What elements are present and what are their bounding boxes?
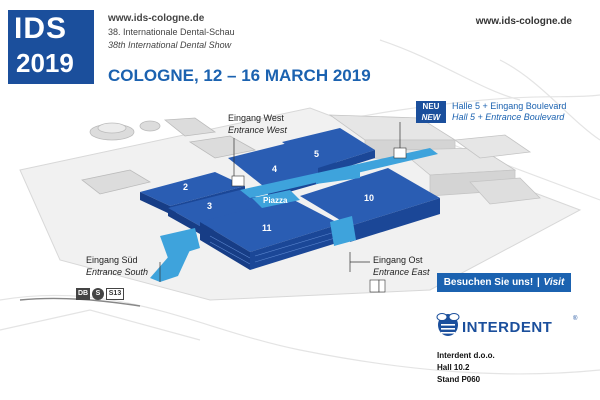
- visit-en: Visit us!: [496, 277, 565, 307]
- company-hall: Hall 10.2: [437, 363, 470, 372]
- header-url[interactable]: www.ids-cologne.de: [108, 13, 205, 24]
- company-details: Interdent d.o.o. Hall 10.2 Stand P060: [437, 350, 495, 386]
- db-badge: DB: [76, 288, 90, 300]
- hall-10-shape: [300, 168, 440, 242]
- info-markers: [231, 147, 407, 293]
- hall-label-5: 5: [314, 149, 320, 159]
- new-badge-de: NEU: [422, 102, 440, 111]
- label-hall5-de: Halle 5 + Eingang Boulevard: [452, 101, 567, 111]
- hall-label-3: 3: [207, 201, 213, 211]
- leader-lines: [159, 122, 401, 282]
- boulevard-corridor: [240, 148, 438, 198]
- hall-label-11: 11: [262, 223, 272, 233]
- logo-text-year: 2019: [16, 48, 74, 78]
- piazza-area: [252, 190, 300, 208]
- company-stand: Stand P060: [437, 375, 481, 384]
- label-ost-en: Entrance East: [373, 267, 430, 277]
- registered-mark: ®: [573, 316, 578, 322]
- header-right-url[interactable]: www.ids-cologne.de: [475, 16, 572, 27]
- interdent-bee-logo: [436, 313, 460, 336]
- ids-logo: IDS 2019: [8, 10, 94, 84]
- buildings-left: [81, 117, 257, 195]
- label-piazza: Piazza: [263, 196, 288, 205]
- label-entrance-south: Eingang Süd Entrance South: [86, 254, 148, 278]
- label-sued-en: Entrance South: [86, 267, 149, 277]
- header-title-en: 38th International Dental Show: [108, 40, 232, 50]
- hall-label-4: 4: [272, 164, 278, 174]
- hall-11-shape: [200, 198, 340, 270]
- south-walkway: [160, 228, 200, 258]
- hall-label-2: 2: [183, 182, 189, 192]
- new-badge-en: NEW: [421, 113, 441, 122]
- visit-separator: |: [536, 277, 540, 288]
- visit-us-banner: Besuchen Sie uns! | Visit us!: [437, 273, 571, 307]
- east-tower: [330, 216, 356, 246]
- exhibition-halls: [140, 128, 440, 282]
- hall-label-10: 10: [364, 193, 375, 203]
- sbahn-badge: S: [92, 288, 104, 300]
- logo-text-ids: IDS: [14, 12, 68, 45]
- visit-de: Besuchen Sie uns!: [443, 277, 534, 288]
- header-title-de: 38. Internationale Dental-Schau: [108, 27, 235, 37]
- event-dates: COLOGNE, 12 – 16 MARCH 2019: [108, 66, 371, 85]
- label-entrance-east: Eingang Ost Entrance East: [373, 254, 430, 278]
- label-entrance-west: Eingang West Entrance West: [228, 112, 287, 136]
- label-west-en: Entrance West: [228, 125, 287, 135]
- new-badge: NEU NEW: [416, 101, 446, 123]
- hall-5-shape: [282, 128, 375, 176]
- label-sued-de: Eingang Süd: [86, 255, 138, 265]
- s13-badge: S13: [106, 288, 124, 300]
- company-name: Interdent d.o.o.: [437, 351, 495, 360]
- label-ost-de: Eingang Ost: [373, 255, 423, 265]
- interdent-brand: INTERDENT: [462, 319, 553, 336]
- label-hall5-en: Hall 5 + Entrance Boulevard: [452, 112, 565, 122]
- label-west-de: Eingang West: [228, 113, 284, 123]
